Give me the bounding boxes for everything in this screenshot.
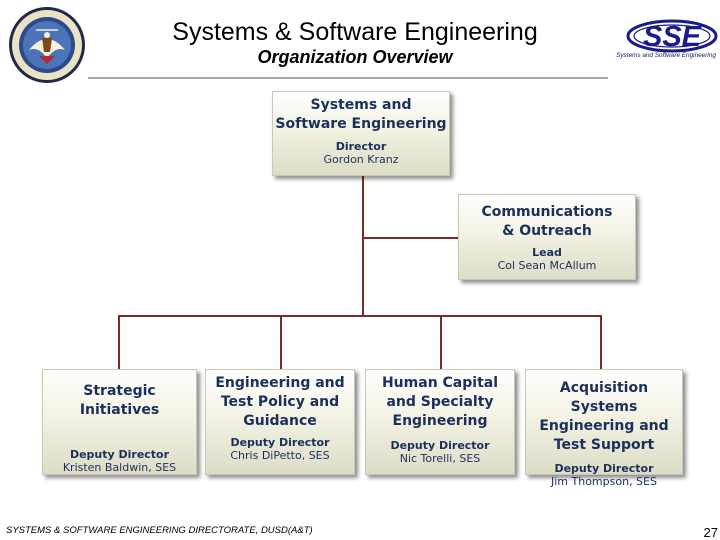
box-title: Engineering xyxy=(392,413,488,429)
box-person: Gordon Kranz xyxy=(323,153,399,166)
connector-division-4 xyxy=(600,315,602,369)
box-title: Test Support xyxy=(553,437,655,453)
box-role: Deputy Director xyxy=(230,436,330,449)
sse-logo-tagline: Systems and Software Engineering xyxy=(616,52,716,59)
page-title: Systems & Software Engineering xyxy=(172,18,538,46)
box-title: & Outreach xyxy=(502,223,592,239)
dod-seal-icon xyxy=(8,6,86,84)
box-title: Systems and xyxy=(310,97,412,113)
division-box-engineering-test-policy: Engineering and Test Policy and Guidance… xyxy=(205,369,355,475)
box-person: Col Sean McAllum xyxy=(497,259,597,272)
box-title: Acquisition Systems xyxy=(559,380,649,415)
sse-logo-icon: SSE xyxy=(618,16,718,66)
box-person: Kristen Baldwin, SES xyxy=(62,461,177,474)
connector-division-3 xyxy=(440,315,442,369)
box-title: and Specialty xyxy=(386,394,494,410)
title-divider xyxy=(88,77,608,79)
box-title: Engineering and xyxy=(539,418,669,434)
box-title: Communications xyxy=(481,204,613,220)
page-subtitle: Organization Overview xyxy=(257,47,453,67)
box-title: Guidance xyxy=(243,413,317,429)
box-title: Test Policy and xyxy=(220,394,340,410)
connector-to-communications xyxy=(362,237,458,239)
box-title: Initiatives xyxy=(79,402,160,418)
box-person: Nic Torelli, SES xyxy=(399,452,481,465)
box-role: Director xyxy=(335,140,387,153)
svg-text:SSE: SSE xyxy=(643,21,703,53)
box-title: Strategic xyxy=(83,383,156,399)
communications-box: Communications & Outreach Lead Col Sean … xyxy=(458,194,636,280)
connector-division-1 xyxy=(118,315,120,369)
box-person: Jim Thompson, SES xyxy=(551,475,657,488)
director-box: Systems and Software Engineering Directo… xyxy=(272,91,450,176)
connector-horizontal-bus xyxy=(118,315,602,317)
page-number: 27 xyxy=(703,525,718,540)
box-role: Deputy Director xyxy=(390,439,490,452)
division-box-strategic-initiatives: Strategic Initiatives Deputy Director Kr… xyxy=(42,369,197,475)
box-title: Engineering and xyxy=(215,375,345,391)
box-person: Chris DiPetto, SES xyxy=(230,449,330,462)
footer-text: SYSTEMS & SOFTWARE ENGINEERING DIRECTORA… xyxy=(6,525,313,536)
division-box-human-capital: Human Capital and Specialty Engineering … xyxy=(365,369,515,475)
box-role: Lead xyxy=(532,246,562,259)
box-role: Deputy Director xyxy=(554,462,654,475)
division-box-acquisition-systems: Acquisition Systems Engineering and Test… xyxy=(525,369,683,488)
connector-director-down xyxy=(362,176,364,317)
connector-division-2 xyxy=(280,315,282,369)
box-title: Human Capital xyxy=(381,375,499,391)
box-role: Deputy Director xyxy=(69,448,170,461)
box-title: Software Engineering xyxy=(275,116,447,132)
